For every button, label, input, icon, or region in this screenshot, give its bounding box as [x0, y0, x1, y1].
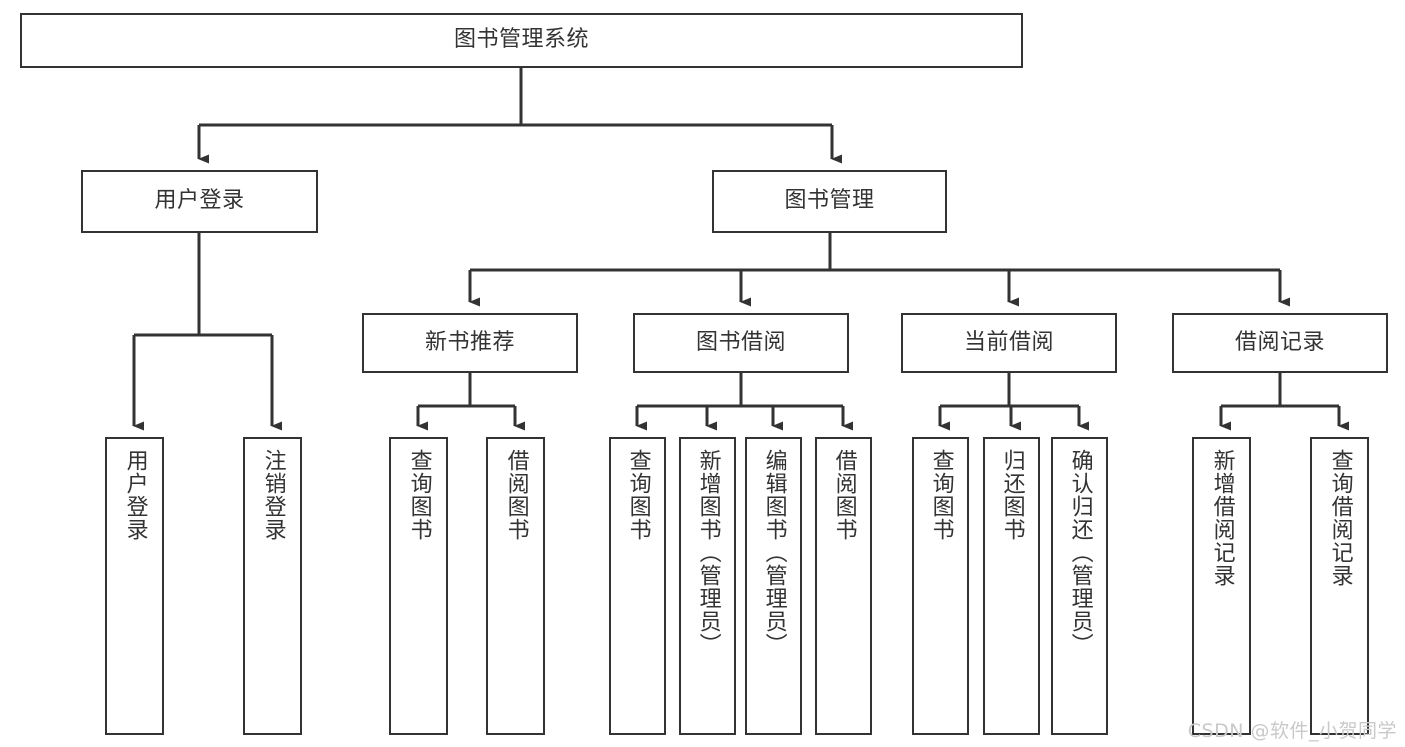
node-leaf-borrow-query[interactable]: 查询图书	[609, 437, 666, 735]
node-borrow-record[interactable]: 借阅记录	[1172, 313, 1388, 373]
node-label-book-management: 图书管理	[784, 188, 875, 214]
node-leaf-borrow-borrow[interactable]: 借阅图书	[815, 437, 872, 735]
node-label-leaf-current-confirm: 确认归还（管理员）	[1067, 449, 1093, 656]
node-label-root-system: 图书管理系统	[453, 27, 589, 53]
edge-record-to-leaves	[1219, 373, 1349, 431]
node-label-user-login: 用户登录	[154, 188, 245, 214]
node-current-borrow[interactable]: 当前借阅	[901, 313, 1117, 373]
node-label-leaf-borrow-edit: 编辑图书（管理员）	[761, 449, 787, 656]
node-leaf-current-return[interactable]: 归还图书	[983, 437, 1040, 735]
node-leaf-newbook-borrow[interactable]: 借阅图书	[486, 437, 545, 735]
node-leaf-newbook-query[interactable]: 查询图书	[389, 437, 448, 735]
node-root-system[interactable]: 图书管理系统	[20, 13, 1023, 68]
edge-newbook-to-leaves	[416, 373, 525, 431]
node-label-leaf-current-query: 查询图书	[928, 449, 954, 541]
edge-current-to-leaves	[938, 373, 1089, 431]
node-leaf-borrow-add[interactable]: 新增图书（管理员）	[679, 437, 736, 735]
node-leaf-logout[interactable]: 注销登录	[243, 437, 302, 735]
node-leaf-current-query[interactable]: 查询图书	[912, 437, 969, 735]
node-label-leaf-record-query: 查询借阅记录	[1327, 449, 1353, 587]
node-leaf-user-login[interactable]: 用户登录	[105, 437, 164, 735]
node-book-management[interactable]: 图书管理	[712, 170, 947, 233]
node-leaf-record-add[interactable]: 新增借阅记录	[1192, 437, 1251, 735]
edge-borrow-to-leaves	[635, 373, 853, 431]
watermark-text: CSDN @软件_小贺同学	[1187, 720, 1397, 742]
node-label-borrow-record: 借阅记录	[1234, 329, 1325, 355]
node-label-leaf-newbook-borrow: 借阅图书	[503, 449, 529, 541]
node-label-leaf-logout: 注销登录	[260, 449, 286, 541]
node-new-book-recommend[interactable]: 新书推荐	[362, 313, 578, 373]
node-leaf-record-query[interactable]: 查询借阅记录	[1310, 437, 1369, 735]
node-label-new-book-recommend: 新书推荐	[424, 329, 515, 355]
node-label-book-borrow: 图书借阅	[695, 329, 786, 355]
node-label-leaf-newbook-query: 查询图书	[406, 449, 432, 541]
node-label-current-borrow: 当前借阅	[963, 329, 1054, 355]
node-label-leaf-record-add: 新增借阅记录	[1209, 449, 1235, 587]
node-leaf-current-confirm[interactable]: 确认归还（管理员）	[1051, 437, 1108, 735]
edge-root-to-level2	[197, 68, 842, 164]
node-label-leaf-current-return: 归还图书	[999, 449, 1025, 541]
node-label-leaf-borrow-add: 新增图书（管理员）	[695, 449, 721, 656]
edge-bookmanage-to-level3	[468, 233, 1290, 307]
node-label-leaf-borrow-query: 查询图书	[625, 449, 651, 541]
edge-userlogin-to-leaves	[132, 233, 282, 431]
node-label-leaf-borrow-borrow: 借阅图书	[831, 449, 857, 541]
node-leaf-borrow-edit[interactable]: 编辑图书（管理员）	[745, 437, 802, 735]
node-label-leaf-user-login: 用户登录	[122, 449, 148, 541]
node-user-login[interactable]: 用户登录	[81, 170, 318, 233]
node-book-borrow[interactable]: 图书借阅	[633, 313, 849, 373]
